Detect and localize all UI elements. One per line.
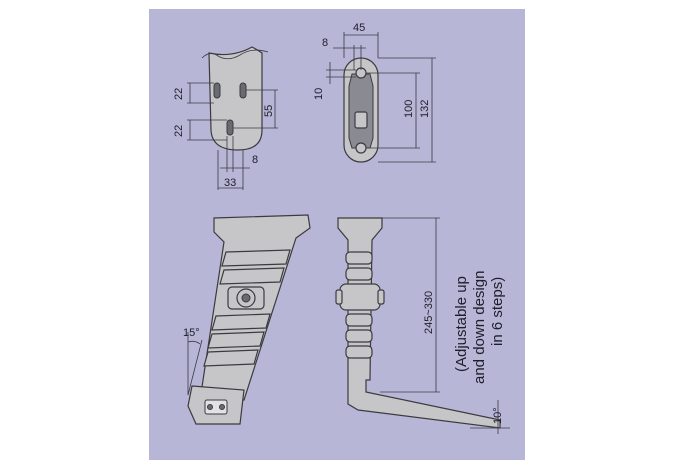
dim-8-base: 8 (252, 154, 258, 166)
note-line-3: in 6 steps) (489, 277, 506, 346)
hole-bottom (355, 142, 367, 154)
note-line-2: and down design (471, 271, 488, 384)
arm-front-view: 15° (183, 214, 311, 425)
angle-15: 15° (183, 327, 200, 339)
dim-132: 132 (419, 100, 431, 118)
oval-plate-view: 45 8 10 100 132 (313, 22, 436, 163)
dim-55: 55 (263, 105, 275, 117)
slot-3 (226, 119, 234, 136)
dim-45: 45 (353, 22, 365, 34)
dim-245-330: 245~330 (423, 291, 435, 334)
angle-10: 10° (492, 407, 504, 424)
dim-8-oval: 8 (322, 37, 328, 49)
slot-1 (213, 82, 221, 99)
note-line-1: (Adjustable up (453, 276, 470, 372)
base-plate-view: 22 22 55 8 33 (173, 46, 278, 190)
dim-10: 10 (313, 88, 325, 100)
dim-22-lower: 22 (173, 125, 185, 137)
dim-33: 33 (224, 177, 236, 189)
base-plate (208, 46, 263, 151)
arm-side-view: 245~330 10° (Adjustable up and down desi… (335, 217, 510, 434)
slot-2 (239, 82, 247, 99)
dim-100: 100 (403, 100, 415, 118)
dim-22-upper: 22 (173, 88, 185, 100)
